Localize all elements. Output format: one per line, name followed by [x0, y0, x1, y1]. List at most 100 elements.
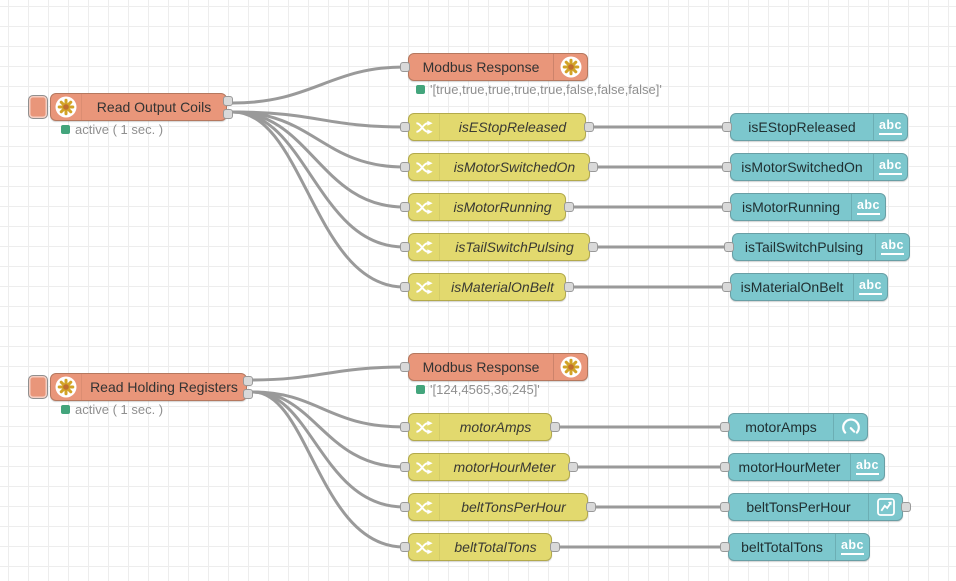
- node-label: isTailSwitchPulsing: [455, 239, 574, 255]
- input-port[interactable]: [400, 462, 410, 472]
- ui-text-node-motorHourMeter[interactable]: motorHourMeter abc: [720, 453, 885, 481]
- output-port[interactable]: [588, 162, 598, 172]
- wire[interactable]: [231, 110, 406, 209]
- node-status: '[true,true,true,true,true,false,false,f…: [416, 82, 662, 97]
- abc-text-icon: abc: [875, 234, 909, 260]
- output-port[interactable]: [568, 462, 578, 472]
- switch-node-isEStopReleased[interactable]: isEStopReleased: [400, 113, 594, 141]
- node-label: isMotorRunning: [453, 199, 552, 215]
- output-port[interactable]: [550, 542, 560, 552]
- output-port[interactable]: [564, 282, 574, 292]
- abc-text-icon: abc: [873, 114, 907, 140]
- node-status: '[124,4565,36,245]': [416, 382, 540, 397]
- switch-icon: [409, 194, 440, 220]
- ui-gauge-node-motorAmps[interactable]: motorAmps: [720, 413, 868, 441]
- switch-node-isMaterialOnBelt[interactable]: isMaterialOnBelt: [400, 273, 574, 301]
- node-status: active ( 1 sec. ): [61, 122, 163, 137]
- node-label: isTailSwitchPulsing: [744, 239, 864, 255]
- input-port[interactable]: [400, 502, 410, 512]
- ui-text-node-isEStopReleased[interactable]: isEStopReleased abc: [722, 113, 908, 141]
- node-label: isEStopReleased: [458, 119, 567, 135]
- input-port[interactable]: [720, 422, 730, 432]
- input-port[interactable]: [400, 282, 410, 292]
- status-dot-icon: [61, 125, 70, 134]
- modbus-read-node-output-coils[interactable]: Read Output Coils: [50, 93, 233, 121]
- input-port[interactable]: [724, 242, 734, 252]
- wire[interactable]: [251, 390, 406, 549]
- output-port[interactable]: [564, 202, 574, 212]
- node-label: motorHourMeter: [738, 459, 841, 475]
- wire[interactable]: [231, 110, 406, 169]
- wire[interactable]: [231, 110, 406, 129]
- input-port[interactable]: [722, 162, 732, 172]
- switch-icon: [409, 234, 440, 260]
- status-text: '[true,true,true,true,true,false,false,f…: [430, 82, 662, 97]
- input-port[interactable]: [400, 422, 410, 432]
- switch-icon: [409, 154, 440, 180]
- modbus-response-node[interactable]: Modbus Response: [400, 353, 588, 381]
- status-text: active ( 1 sec. ): [75, 122, 164, 137]
- status-dot-icon: [416, 385, 425, 394]
- ui-text-node-isTailSwitchPulsing[interactable]: isTailSwitchPulsing abc: [724, 233, 910, 261]
- ui-text-node-beltTotalTons[interactable]: beltTotalTons abc: [720, 533, 870, 561]
- node-label: isMotorRunning: [741, 199, 841, 215]
- input-port[interactable]: [722, 202, 732, 212]
- output-port[interactable]: [584, 122, 594, 132]
- ui-text-node-isMaterialOnBelt[interactable]: isMaterialOnBelt abc: [722, 273, 888, 301]
- input-port[interactable]: [720, 462, 730, 472]
- wire[interactable]: [251, 390, 406, 429]
- output-port[interactable]: [550, 422, 560, 432]
- output-port-2[interactable]: [243, 389, 253, 399]
- inject-toggle-button[interactable]: [28, 375, 48, 399]
- wire[interactable]: [251, 365, 406, 382]
- modbus-flower-icon: [553, 54, 587, 80]
- node-label: isEStopReleased: [748, 119, 856, 135]
- switch-node-beltTonsPerHour[interactable]: beltTonsPerHour: [400, 493, 596, 521]
- input-port[interactable]: [400, 362, 410, 372]
- wire[interactable]: [251, 390, 406, 509]
- input-port[interactable]: [400, 202, 410, 212]
- switch-icon: [409, 114, 440, 140]
- abc-text-icon: abc: [853, 274, 887, 300]
- switch-icon: [409, 454, 440, 480]
- input-port[interactable]: [720, 542, 730, 552]
- output-port-1[interactable]: [243, 376, 253, 386]
- modbus-read-node-holding-registers[interactable]: Read Holding Registers: [50, 373, 253, 401]
- switch-node-isMotorRunning[interactable]: isMotorRunning: [400, 193, 574, 221]
- output-port[interactable]: [901, 502, 911, 512]
- input-port[interactable]: [400, 122, 410, 132]
- input-port[interactable]: [722, 282, 732, 292]
- ui-text-node-isMotorSwitchedOn[interactable]: isMotorSwitchedOn abc: [722, 153, 908, 181]
- wire[interactable]: [231, 110, 406, 289]
- input-port[interactable]: [400, 162, 410, 172]
- wire[interactable]: [231, 110, 406, 249]
- switch-node-beltTotalTons[interactable]: beltTotalTons: [400, 533, 560, 561]
- modbus-flower-icon: [51, 94, 82, 120]
- input-port[interactable]: [400, 62, 410, 72]
- input-port[interactable]: [720, 502, 730, 512]
- node-label: beltTonsPerHour: [746, 499, 851, 515]
- modbus-response-node[interactable]: Modbus Response: [400, 53, 588, 81]
- switch-node-isMotorSwitchedOn[interactable]: isMotorSwitchedOn: [400, 153, 598, 181]
- output-port[interactable]: [588, 242, 598, 252]
- node-label: isMotorSwitchedOn: [453, 159, 576, 175]
- node-label: motorAmps: [745, 419, 817, 435]
- inject-toggle-button[interactable]: [28, 95, 48, 119]
- wire[interactable]: [231, 65, 406, 105]
- modbus-flower-icon: [51, 374, 82, 400]
- switch-node-motorHourMeter[interactable]: motorHourMeter: [400, 453, 578, 481]
- switch-node-motorAmps[interactable]: motorAmps: [400, 413, 560, 441]
- output-port-1[interactable]: [223, 96, 233, 106]
- output-port[interactable]: [586, 502, 596, 512]
- input-port[interactable]: [400, 542, 410, 552]
- wire[interactable]: [251, 390, 406, 469]
- ui-text-node-isMotorRunning[interactable]: isMotorRunning abc: [722, 193, 886, 221]
- output-port-2[interactable]: [223, 109, 233, 119]
- input-port[interactable]: [400, 242, 410, 252]
- abc-text-icon: abc: [851, 194, 885, 220]
- input-port[interactable]: [722, 122, 732, 132]
- switch-node-isTailSwitchPulsing[interactable]: isTailSwitchPulsing: [400, 233, 598, 261]
- ui-chart-node-beltTonsPerHour[interactable]: beltTonsPerHour: [720, 493, 911, 521]
